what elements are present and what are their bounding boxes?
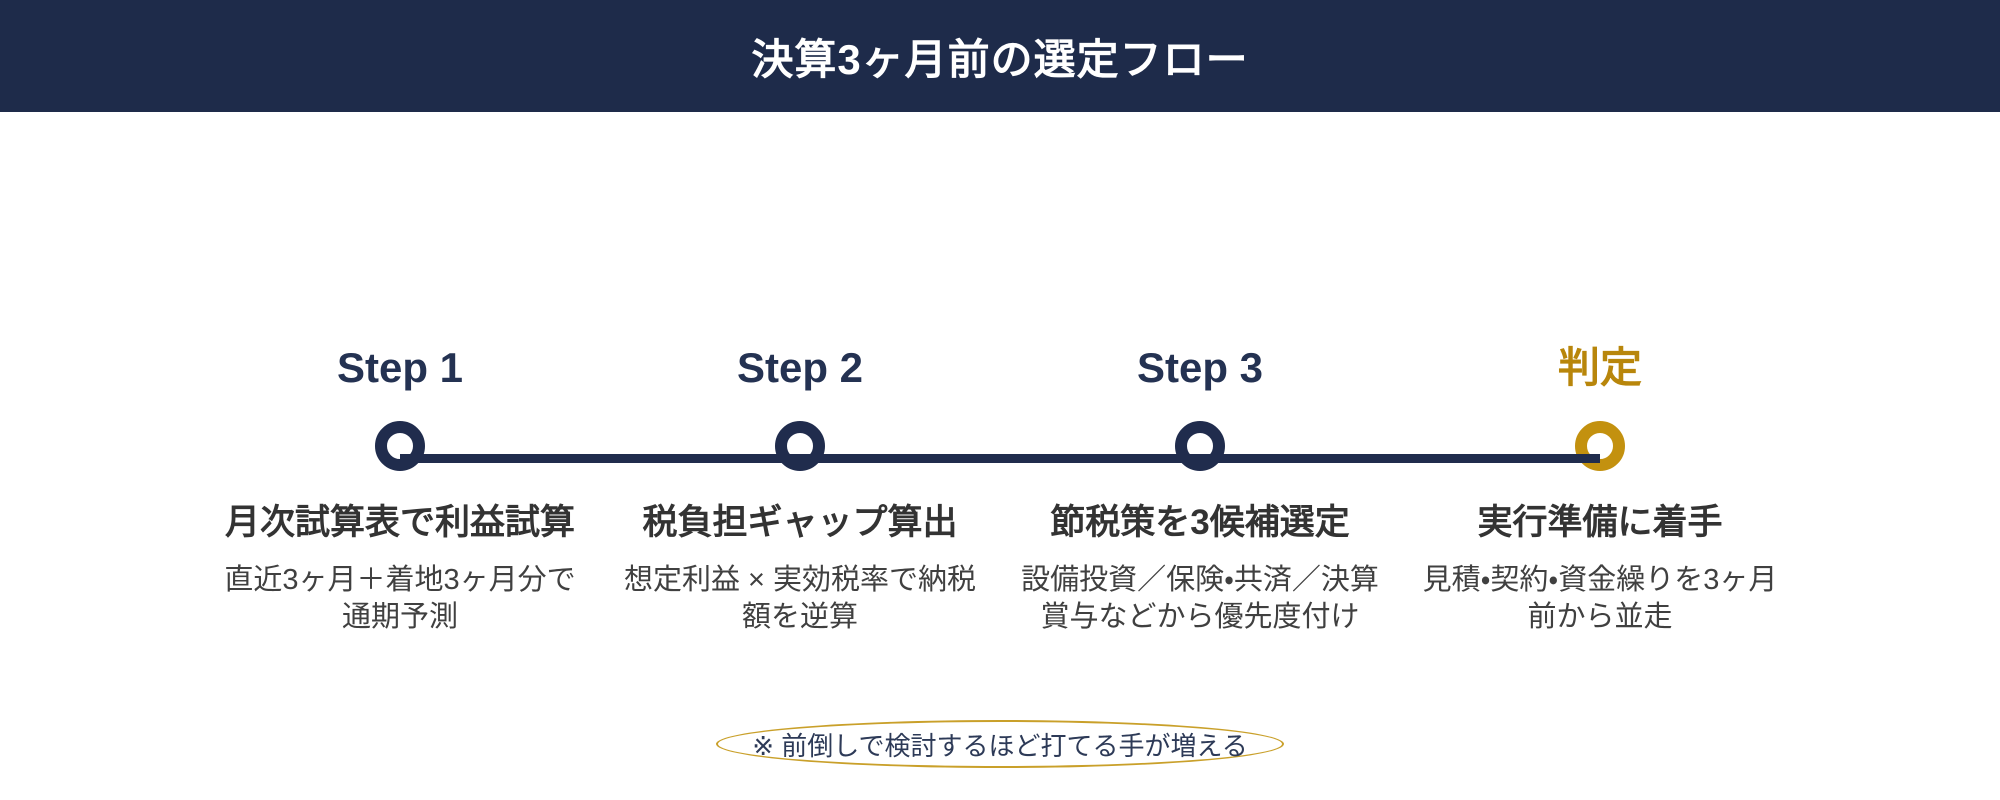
timeline-node-circle [375,421,425,471]
step-description: 設備投資／保険・共済／決算賞与などから優先度付け [1021,564,1379,633]
step-description: 想定利益 × 実効税率で納税額を逆算 [623,564,977,633]
step-column-3: Step 3 節税策を3候補選定 設備投資／保険・共済／決算賞与などから優先度付… [1010,342,1390,636]
step-column-1: Step 1 月次試算表で利益試算 直近3ヶ月＋着地3ヶ月分で通期予測 [210,342,590,636]
page-title: 決算3ヶ月前の選定フロー [751,35,1249,83]
note-ellipse: ※ 前倒しで検討するほど打てる手が増える [716,720,1284,768]
step-title: 節税策を3候補選定 [1050,503,1350,542]
step-title: 月次試算表で利益試算 [224,503,575,542]
timeline-node-circle [1175,421,1225,471]
step-description: 見積・契約・資金繰りを3ヶ月前から並走 [1422,564,1778,633]
step-label: Step 2 [736,344,864,391]
note-text: ※ 前倒しで検討するほど打てる手が増える [752,730,1248,761]
timeline-line [400,454,1600,463]
step-column-judgement: 判定 実行準備に着手 見積・契約・資金繰りを3ヶ月前から並走 [1410,342,1790,636]
timeline-node-circle [775,421,825,471]
step-label: Step 3 [1136,344,1264,391]
step-label: 判定 [1557,344,1642,391]
step-column-2: Step 2 税負担ギャップ算出 想定利益 × 実効税率で納税額を逆算 [610,342,990,636]
step-label: Step 1 [336,344,464,391]
step-title: 実行準備に着手 [1477,503,1723,542]
step-title: 税負担ギャップ算出 [642,503,958,542]
timeline-node-circle-gold [1575,421,1625,471]
header-bar: 決算3ヶ月前の選定フロー [0,0,2000,112]
step-description: 直近3ヶ月＋着地3ヶ月分で通期予測 [224,564,576,633]
